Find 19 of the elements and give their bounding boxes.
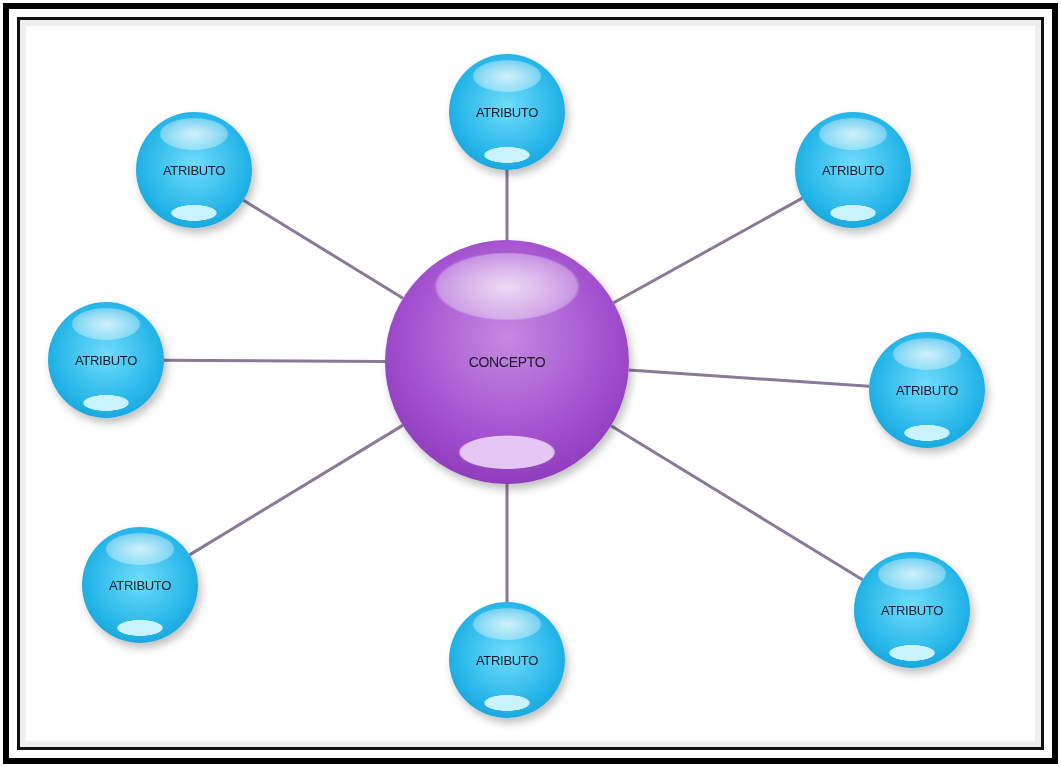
node-label: ATRIBUTO	[475, 104, 539, 120]
node-label: ATRIBUTO	[880, 602, 944, 618]
node-label: ATRIBUTO	[108, 577, 172, 593]
node-label: ATRIBUTO	[895, 382, 959, 398]
connector-line	[610, 424, 864, 581]
connector-line	[188, 424, 404, 557]
connector-line	[242, 199, 404, 300]
node-label: ATRIBUTO	[475, 652, 539, 668]
node-label: CONCEPTO	[468, 354, 546, 370]
connector-line	[612, 196, 804, 305]
node-label: ATRIBUTO	[74, 352, 138, 368]
connector-line	[628, 368, 870, 388]
connector-line	[505, 170, 509, 240]
attribute-sphere	[795, 112, 911, 228]
connector-line	[505, 484, 509, 602]
connector-line	[164, 358, 385, 363]
node-label: ATRIBUTO	[162, 162, 226, 178]
attribute-sphere	[854, 552, 970, 668]
node-label: ATRIBUTO	[821, 162, 885, 178]
